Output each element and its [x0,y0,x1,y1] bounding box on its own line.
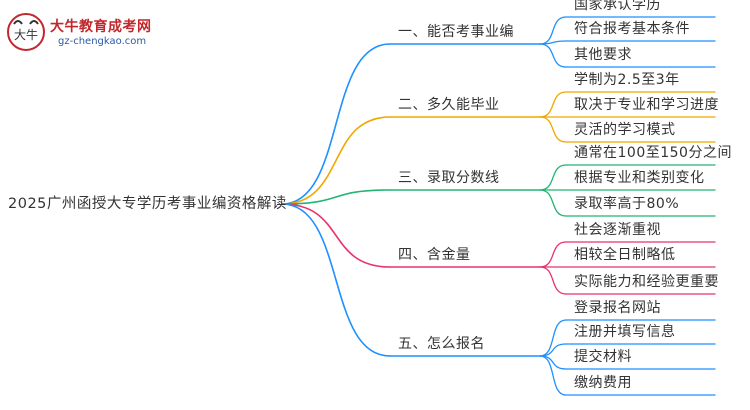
branch-connector [281,43,391,205]
branch-connector [281,203,391,357]
leaf-label: 学制为2.5至3年 [574,72,680,88]
site-logo: 大牛 大牛教育成考网 gz-chengkao.com [6,10,186,56]
leaf-label: 符合报考基本条件 [574,21,690,37]
leaf-connector [539,40,567,45]
logo-url: gz-chengkao.com [58,36,147,47]
leaf-label: 其他要求 [574,47,632,63]
leaf-connector [539,343,567,357]
leaf-connector [539,319,567,357]
leaf-connector [539,16,567,45]
root-topic: 2025广州函授大专学历考事业编资格解读 [8,196,287,212]
branch-label: 五、怎么报名 [398,336,485,352]
leaf-connector [539,116,567,143]
branch-label: 二、多久能毕业 [398,97,500,113]
leaf-connector [539,355,567,396]
leaf-label: 登录报名网站 [574,300,661,316]
leaf-connector [539,241,567,268]
branch-connector [281,203,391,268]
svg-text:大牛: 大牛 [14,27,38,42]
branch-label: 三、录取分数线 [398,170,500,186]
leaf-connector [539,355,567,370]
leaf-label: 取决于专业和学习进度 [574,97,719,113]
leaf-label: 通常在100至150分之间 [574,145,732,161]
branch-label: 一、能否考事业编 [398,24,514,40]
branch-connector [281,189,391,205]
leaf-label: 社会逐渐重视 [574,222,661,238]
leaf-connector [539,164,567,191]
leaf-label: 录取率高于80% [574,196,680,212]
leaf-connector [539,43,567,68]
leaf-connector [539,91,567,118]
leaf-connector [539,266,567,295]
leaf-label: 国家承认学历 [574,0,661,13]
leaf-label: 根据专业和类别变化 [574,170,705,186]
leaf-label: 相较全日制略低 [574,247,676,263]
leaf-label: 灵活的学习模式 [574,122,676,138]
leaf-label: 缴纳费用 [574,375,632,391]
logo-title: 大牛教育成考网 [50,19,152,35]
branch-connector [281,116,391,205]
leaf-label: 提交材料 [574,349,632,365]
leaf-label: 注册并填写信息 [574,324,676,340]
branch-label: 四、含金量 [398,247,471,263]
leaf-connector [539,189,567,217]
bull-logo-icon: 大牛 [7,13,45,51]
leaf-label: 实际能力和经验更重要 [574,274,719,290]
